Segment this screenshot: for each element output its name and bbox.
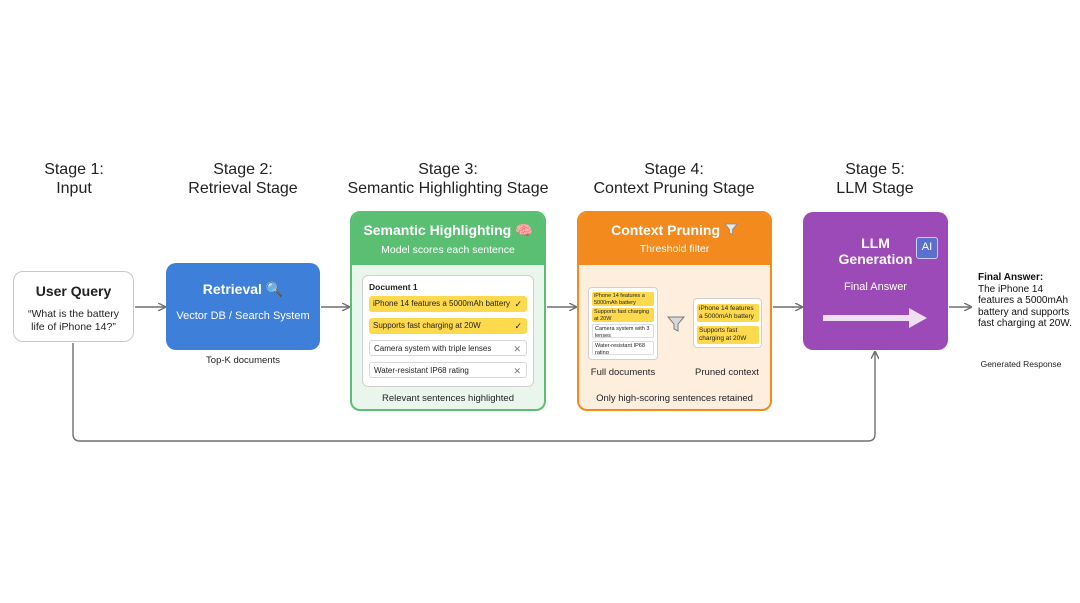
semantic-caption: Relevant sentences highlighted <box>381 393 515 404</box>
semantic-subtitle: Model scores each sentence <box>381 244 515 256</box>
context-pruning-box: Context Pruning Threshold filter iPhone … <box>577 211 772 411</box>
stage-1-number: Stage 1: <box>44 161 104 178</box>
pruned-context-label: Pruned context <box>695 367 759 378</box>
document-card: Document 1 iPhone 14 features a 5000mAh … <box>362 275 534 387</box>
stage-3-number: Stage 3: <box>418 161 478 178</box>
document-title: Document 1 <box>369 282 418 292</box>
check-icon: ✓ <box>514 299 522 309</box>
stage-3-name: Semantic Highlighting Stage <box>347 180 549 197</box>
llm-title-line2: Generation <box>838 251 913 267</box>
arrow-right-icon <box>823 308 927 328</box>
stage-2-title: Stage 2: Retrieval Stage <box>163 160 323 198</box>
user-query-title: User Query <box>35 283 112 299</box>
llm-generation-box: LLM Generation AI Final Answer <box>803 212 948 350</box>
retrieval-subtitle: Vector DB / Search System <box>176 310 310 322</box>
funnel-icon <box>666 316 686 332</box>
ai-chip-label: AI <box>921 241 933 253</box>
stage-4-number: Stage 4: <box>644 161 704 178</box>
stage-3-title: Stage 3: Semantic Highlighting Stage <box>338 160 558 198</box>
mini-row-highlighted: iPhone 14 features a 5000mAh battery <box>697 304 759 322</box>
arrow-query-bypass-to-llm <box>72 343 875 442</box>
mini-row-unhighlighted: Camera system with 3 lenses <box>592 324 654 338</box>
llm-title-line1: LLM <box>861 235 890 251</box>
sentence-unhighlighted: Camera system with triple lenses ✕ <box>369 340 527 356</box>
stage-5-name: LLM Stage <box>836 180 914 197</box>
sentence-highlighted: iPhone 14 features a 5000mAh battery ✓ <box>369 296 527 312</box>
pruning-caption: Only high-scoring sentences retained <box>596 393 753 404</box>
user-query-text: “What is the battery life of iPhone 14?” <box>27 308 120 333</box>
cross-icon: ✕ <box>513 366 521 376</box>
pruning-subtitle: Threshold filter <box>639 243 710 255</box>
semantic-highlighting-box: Semantic Highlighting 🧠 Model scores eac… <box>350 211 546 411</box>
sentence-text: Supports fast charging at 20W <box>373 321 481 330</box>
sentence-highlighted: Supports fast charging at 20W ✓ <box>369 318 527 334</box>
pruning-header: Context Pruning Threshold filter <box>579 213 770 265</box>
retrieval-caption: Top-K documents <box>206 355 280 366</box>
llm-subtitle: Final Answer <box>844 281 907 293</box>
sentence-text: Water-resistant IP68 rating <box>374 366 469 375</box>
sentence-unhighlighted: Water-resistant IP68 rating ✕ <box>369 362 527 378</box>
mini-row-highlighted: Supports fast charging at 20W <box>697 326 759 344</box>
stage-1-name: Input <box>56 180 92 197</box>
final-answer: Final Answer: The iPhone 14 features a 5… <box>978 272 1078 330</box>
cross-icon: ✕ <box>513 344 521 354</box>
check-icon: ✓ <box>514 321 522 331</box>
pruned-context-card: iPhone 14 features a 5000mAh battery Sup… <box>693 298 762 348</box>
stage-4-name: Context Pruning Stage <box>593 180 755 197</box>
mini-row-highlighted: Supports fast charging at 20W <box>592 308 654 322</box>
final-answer-caption: Generated Response <box>980 359 1062 369</box>
mini-row-highlighted: iPhone 14 features a 5000mAh battery <box>592 292 654 306</box>
stage-5-title: Stage 5: LLM Stage <box>815 160 935 198</box>
ai-chip-icon: AI <box>916 237 938 259</box>
semantic-header: Semantic Highlighting 🧠 Model scores eac… <box>352 213 544 265</box>
sentence-text: Camera system with triple lenses <box>374 344 492 353</box>
sentence-text: iPhone 14 features a 5000mAh battery <box>373 299 510 308</box>
llm-title: LLM Generation <box>803 235 948 267</box>
full-documents-card: iPhone 14 features a 5000mAh battery Sup… <box>588 287 658 360</box>
user-query-box: User Query “What is the battery life of … <box>13 271 134 342</box>
retrieval-title: Retrieval 🔍 <box>202 281 284 297</box>
stage-4-title: Stage 4: Context Pruning Stage <box>579 160 769 198</box>
full-documents-label: Full documents <box>590 367 656 378</box>
retrieval-box: Retrieval 🔍 Vector DB / Search System <box>166 263 320 350</box>
mini-row-unhighlighted: Water-resistant IP68 rating <box>592 341 654 355</box>
funnel-icon <box>724 223 738 236</box>
final-answer-text: The iPhone 14 features a 5000mAh battery… <box>978 283 1072 330</box>
final-answer-title: Final Answer: <box>978 272 1044 283</box>
pruning-title-text: Context Pruning <box>611 222 720 238</box>
pruning-title: Context Pruning <box>579 222 770 238</box>
stage-5-number: Stage 5: <box>845 161 905 178</box>
stage-1-title: Stage 1: Input <box>24 160 124 198</box>
semantic-title: Semantic Highlighting 🧠 <box>363 222 533 238</box>
stage-2-name: Retrieval Stage <box>188 180 298 197</box>
stage-2-number: Stage 2: <box>213 161 273 178</box>
